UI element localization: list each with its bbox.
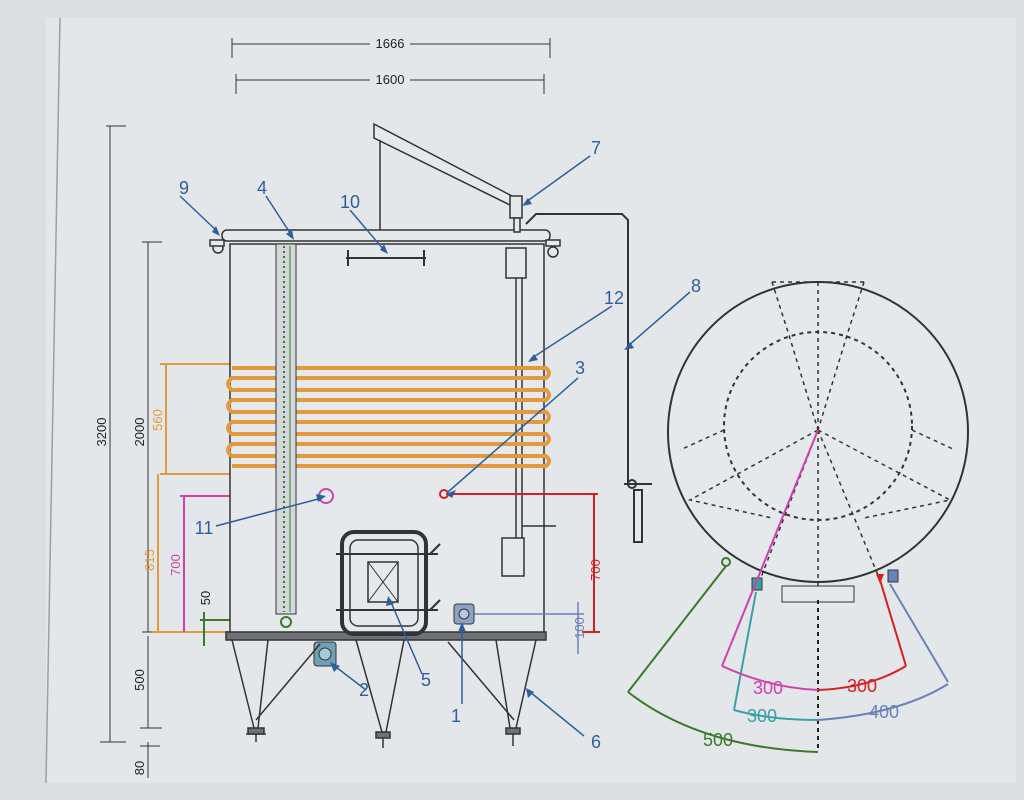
callout-12: 12: [604, 288, 624, 308]
callout-10: 10: [340, 192, 360, 212]
dim-total-height: 3200: [94, 418, 109, 447]
callout-6: 6: [591, 732, 601, 752]
callout-7: 7: [591, 138, 601, 158]
callout-2: 2: [359, 680, 369, 700]
plan-dim-magenta: 300: [753, 678, 783, 698]
lid-handle: [346, 250, 426, 266]
callout-9: 9: [179, 178, 189, 198]
dim-top-outer: 1666: [376, 36, 405, 51]
callout-leaders: [179, 155, 691, 737]
plan-dimensions: [627, 429, 949, 753]
manway-door: [336, 530, 441, 636]
callout-1: 1: [451, 706, 461, 726]
callout-11: 11: [195, 518, 214, 538]
callout-5: 5: [421, 670, 431, 690]
plan-dim-steel-blue: 400: [869, 702, 899, 722]
callout-3: 3: [575, 358, 585, 378]
dim-drain-height: 50: [198, 591, 213, 605]
tank-legs: [231, 639, 537, 748]
dim-legs-height: 500: [132, 669, 147, 691]
coil-dimensions: [152, 363, 232, 633]
dim-valve11-height: 700: [168, 554, 183, 576]
valve3-dimension: [439, 489, 600, 633]
drain-valve-2: [313, 641, 337, 667]
dim-body-height: 2000: [132, 418, 147, 447]
side-outlet-dimension: [470, 602, 584, 654]
dim-feet-height: 80: [132, 761, 147, 775]
plan-dim-green: 500: [703, 730, 733, 750]
callout-arrowheads: [212, 198, 634, 698]
dim-coil-to-base: 815: [142, 549, 157, 571]
dim-top-inner: 1600: [376, 72, 405, 87]
pump-over-arm: [373, 122, 556, 577]
cooling-coil: [226, 366, 551, 468]
sheet-edge: [45, 17, 61, 784]
dim-valve3-height: 700: [588, 559, 603, 581]
callout-8: 8: [691, 276, 701, 296]
plan-dim-red: 300: [847, 676, 877, 696]
outlet-valve-1: [453, 603, 475, 625]
dim-side-outlet: 100: [572, 617, 587, 639]
callout-4: 4: [257, 178, 267, 198]
dim-coil-height: 560: [150, 409, 165, 431]
plan-dim-teal: 300: [747, 706, 777, 726]
level-gauge: [275, 243, 297, 628]
sample-pipe: [525, 213, 652, 543]
